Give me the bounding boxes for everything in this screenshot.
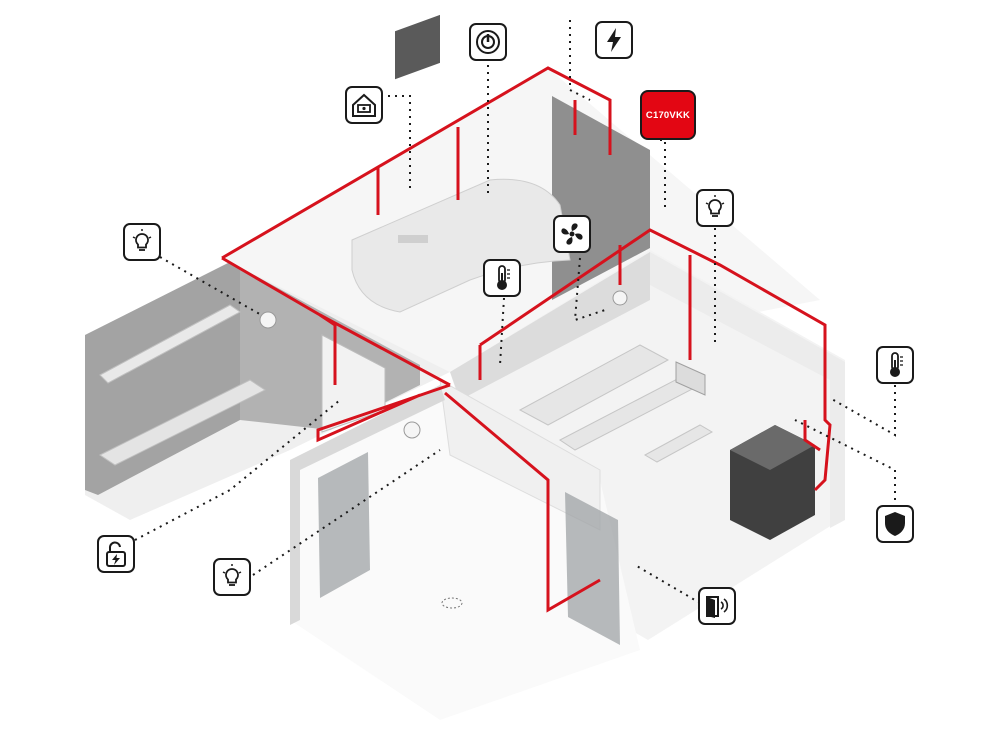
door-signal-icon[interactable]: [698, 587, 736, 625]
light-bulb-icon[interactable]: [696, 189, 734, 227]
sauna-back-wall-right: [650, 252, 845, 528]
changing-shelf: [99, 304, 241, 384]
sauna-sensor: [612, 290, 628, 306]
leader-lines: [134, 20, 896, 604]
shower-glass-door: [318, 452, 370, 598]
shower-lamp: [403, 421, 421, 439]
sauna-glass-door: [565, 492, 620, 645]
keyboard: [398, 235, 428, 243]
shower-drain: [441, 597, 463, 609]
power-button-icon[interactable]: [469, 23, 507, 61]
fan-icon[interactable]: [553, 215, 591, 253]
sauna-bench-upper: [518, 344, 670, 426]
monitor: [395, 14, 440, 80]
smart-home-icon[interactable]: [345, 86, 383, 124]
shield-icon[interactable]: [876, 505, 914, 543]
light-bulb-icon[interactable]: [213, 558, 251, 596]
unlock-power-icon[interactable]: [97, 535, 135, 573]
wiring: [221, 66, 832, 613]
changing-bench: [99, 379, 266, 466]
sauna-vent: [675, 361, 706, 396]
thermometer-icon[interactable]: [876, 346, 914, 384]
light-bulb-icon[interactable]: [123, 223, 161, 261]
controller-badge[interactable]: C170VKK: [640, 90, 696, 140]
sauna-back-wall-left: [450, 252, 650, 400]
lightning-icon[interactable]: [595, 21, 633, 59]
changing-room-lamp: [259, 311, 277, 329]
thermometer-icon[interactable]: [483, 259, 521, 297]
shower-left-wall: [290, 385, 445, 625]
sauna-heater-top: [730, 425, 815, 470]
reception-desk: [351, 178, 571, 313]
sauna-footstool: [643, 424, 714, 463]
